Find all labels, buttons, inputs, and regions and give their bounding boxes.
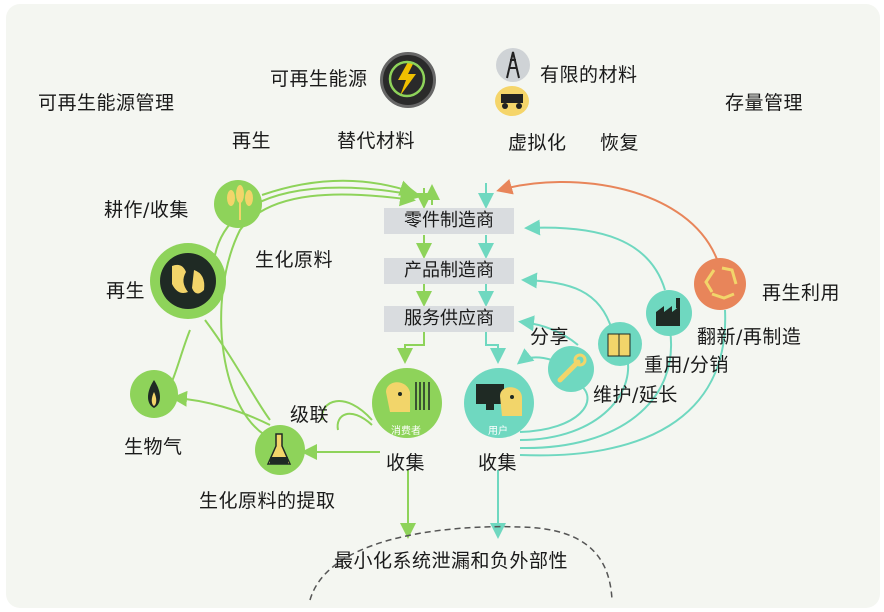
energy-icon (380, 52, 436, 108)
substitute-materials-label: 替代材料 (337, 130, 416, 152)
finite-materials-label: 有限的材料 (540, 64, 638, 86)
collect-right-label: 收集 (478, 452, 518, 474)
arrow-service-to-consumer (397, 332, 425, 364)
refurbish-label: 翻新/再制造 (697, 326, 802, 348)
arrow-refurb-to-parts (524, 219, 666, 291)
restore-label: 恢复 (600, 132, 640, 154)
stock-management-label: 存量管理 (725, 92, 804, 114)
oil-derrick-icon (496, 48, 530, 82)
globe-icon (150, 243, 226, 319)
arrow-reuse-to-product (521, 272, 613, 331)
arrow-regen-to-extract (204, 319, 271, 421)
biogas-label: 生物气 (124, 436, 183, 458)
arrow-regen-loop (214, 185, 422, 256)
virtualize-label: 虚拟化 (508, 132, 567, 154)
maintain-label: 维护/延长 (593, 384, 678, 406)
collect-left-label: 收集 (386, 452, 426, 474)
extraction-label: 生化原料的提取 (199, 490, 336, 512)
flask-icon (255, 425, 305, 475)
arrow-farm-to-parts (261, 179, 416, 196)
regen-label: 再生 (106, 280, 146, 302)
product-manufacturer-box: 产品制造商 (384, 258, 514, 284)
arrow-extract-to-biogas (171, 390, 271, 426)
recycle-icon (694, 258, 746, 310)
parts-manufacturer-box: 零件制造商 (384, 208, 514, 234)
renewable-management-label: 可再生能源管理 (38, 92, 175, 114)
cascade-label: 级联 (290, 404, 330, 426)
flame-icon (130, 370, 178, 418)
arrow-recycle-to-parts (496, 179, 719, 263)
mining-truck-icon (495, 86, 529, 116)
farming-collection-label: 耕作/收集 (104, 199, 189, 221)
leakage-label: 最小化系统泄漏和负外部性 (334, 550, 569, 572)
biochem-feedstock-label: 生化原料 (255, 249, 334, 271)
service-provider-box: 服务供应商 (384, 306, 514, 332)
user-tag: 用户 (488, 426, 508, 437)
arrow-maintain-to-service (518, 315, 579, 346)
renewables-title: 可再生能源 (270, 68, 368, 90)
arrow-cascade-1 (320, 400, 373, 421)
arrow-biochem-outer (220, 190, 416, 441)
leakage-arc (309, 525, 613, 601)
factory-icon (646, 290, 692, 336)
box-icon (598, 322, 642, 366)
arrow-cascade-2 (336, 412, 373, 431)
recycling-label: 再生利用 (762, 282, 841, 304)
regenerate-label: 再生 (232, 130, 272, 152)
consumer-tag: 消费者 (391, 426, 421, 437)
arrow-share-loop (516, 348, 553, 365)
arrow-collect-to-recycle (519, 309, 727, 457)
wrench-icon (548, 346, 594, 392)
share-label: 分享 (530, 326, 570, 348)
wheat-icon (214, 180, 262, 228)
reuse-label: 重用/分销 (644, 354, 729, 376)
